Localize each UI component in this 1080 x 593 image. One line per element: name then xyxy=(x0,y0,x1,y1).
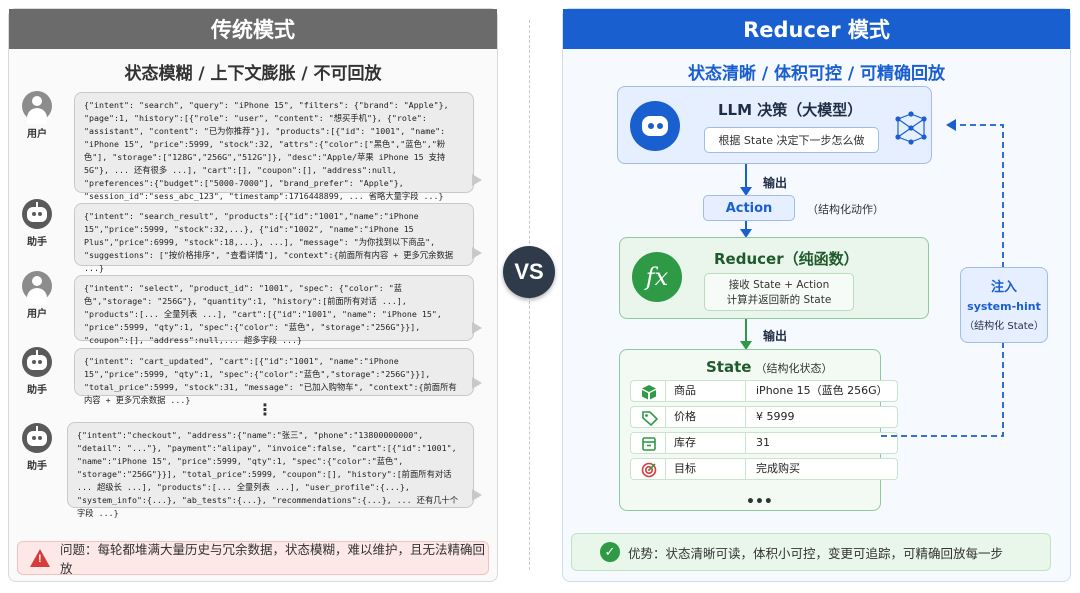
problem-text: 问题：每轮都堆满大量历史与冗余数据，状态模糊，难以维护，且无法精确回放 xyxy=(60,542,486,576)
state-key: 商品 xyxy=(666,380,746,402)
traditional-mode-title: 传统模式 xyxy=(9,9,497,49)
state-row-product: 商品 iPhone 15（蓝色 256G） xyxy=(630,380,898,402)
user-avatar-2: 用户 xyxy=(15,271,59,320)
state-key: 价格 xyxy=(666,406,746,428)
action-box: Action xyxy=(703,195,795,221)
assistant-avatar-1: 助手 xyxy=(15,199,59,248)
user-avatar-1: 用户 xyxy=(15,91,59,140)
reducer-card: fx Reducer（纯函数） 接收 State + Action 计算并返回新… xyxy=(619,237,929,319)
avatar-label: 用户 xyxy=(27,129,47,140)
state-key: 目标 xyxy=(666,458,746,480)
hint-subtitle: system-hint xyxy=(967,300,1041,313)
message-bubble-1: {"intent": "search", "query": "iPhone 15… xyxy=(74,92,482,201)
neural-network-icon xyxy=(895,111,927,145)
advantage-text: 优势：状态清晰可读，体积小可控，变更可追踪，可精确回放每一步 xyxy=(628,545,1004,561)
llm-decision-card: LLM 决策（大模型） 根据 State 决定下一步怎么做 xyxy=(617,86,932,164)
warning-icon: ! xyxy=(30,549,50,567)
advantage-banner: ✓ 优势：状态清晰可读，体积小可控，变更可追踪，可精确回放每一步 xyxy=(571,533,1051,571)
message-bubble-3: {"intent": "select", "product_id": "1001… xyxy=(74,275,482,345)
assistant-avatar-2: 助手 xyxy=(15,347,59,396)
robot-icon xyxy=(22,347,52,377)
system-hint-box: 注入 system-hint （结构化 State） xyxy=(960,267,1048,343)
vs-badge: VS xyxy=(503,246,555,298)
reducer-mode-panel: Reducer 模式 状态清晰 / 体积可控 / 可精确回放 LLM 决策（大模… xyxy=(562,8,1071,582)
user-icon xyxy=(22,271,52,304)
hint-title: 注入 xyxy=(990,280,1017,295)
function-icon: fx xyxy=(632,252,682,302)
arrow-llm-to-action xyxy=(740,164,752,196)
avatar-label: 助手 xyxy=(27,237,47,248)
feedback-loop-arrow xyxy=(881,119,1004,437)
avatar-label: 助手 xyxy=(27,385,47,396)
state-more-ellipsis: ••• xyxy=(746,494,773,510)
avatar-label: 用户 xyxy=(27,309,47,320)
reducer-description: 接收 State + Action 计算并返回新的 State xyxy=(704,273,854,311)
assistant-avatar-3: 助手 xyxy=(15,423,59,472)
avatar-label: 助手 xyxy=(27,461,47,472)
reducer-desc-line2: 计算并返回新的 State xyxy=(726,294,832,306)
state-row-price: 价格 ¥ 5999 xyxy=(630,406,898,428)
tag-icon xyxy=(630,406,666,428)
message-bubble-4: {"intent": "cart_updated", "cart":[{"id"… xyxy=(74,348,482,405)
reducer-mode-title: Reducer 模式 xyxy=(563,9,1070,49)
state-title-note: （结构化状态） xyxy=(755,362,833,375)
state-value: 完成购买 xyxy=(746,458,898,480)
state-card: State（结构化状态） 商品 iPhone 15（蓝色 256G） 价格 ¥ … xyxy=(619,349,898,511)
check-icon: ✓ xyxy=(600,542,620,562)
traditional-mode-panel: 传统模式 状态模糊 / 上下文膨胀 / 不可回放 用户 {"intent": "… xyxy=(8,8,498,582)
inventory-icon xyxy=(630,432,666,454)
reducer-desc-line1: 接收 State + Action xyxy=(728,279,830,291)
state-title: State（结构化状态） xyxy=(706,358,832,376)
target-icon xyxy=(630,458,666,480)
robot-icon xyxy=(630,101,680,151)
user-icon xyxy=(22,91,52,124)
reducer-title: Reducer（纯函数） xyxy=(714,250,859,268)
state-value: 31 xyxy=(746,432,898,454)
state-row-stock: 库存 31 xyxy=(630,432,898,454)
llm-description: 根据 State 决定下一步怎么做 xyxy=(704,127,879,153)
output-label-2: 输出 xyxy=(763,329,788,343)
state-row-goal: 目标 完成购买 xyxy=(630,458,898,480)
state-value: iPhone 15（蓝色 256G） xyxy=(746,380,898,402)
message-bubble-2: {"intent": "search_result", "products":[… xyxy=(74,203,482,273)
more-messages-ellipsis: ⋮ xyxy=(257,400,273,419)
arrow-action-to-reducer xyxy=(740,221,752,238)
box-icon xyxy=(630,380,666,402)
arrow-reducer-to-state xyxy=(740,319,752,350)
llm-title: LLM 决策（大模型） xyxy=(718,101,863,119)
problem-banner: ! 问题：每轮都堆满大量历史与冗余数据，状态模糊，难以维护，且无法精确回放 xyxy=(17,541,489,576)
state-key: 库存 xyxy=(666,432,746,454)
message-bubble-5: {"intent":"checkout", "address":{"name":… xyxy=(67,422,482,518)
reducer-mode-subtitle: 状态清晰 / 体积可控 / 可精确回放 xyxy=(687,64,946,84)
robot-icon xyxy=(22,199,52,229)
robot-icon xyxy=(22,423,52,453)
traditional-mode-subtitle: 状态模糊 / 上下文膨胀 / 不可回放 xyxy=(124,64,382,84)
action-note: （结构化动作） xyxy=(807,203,884,216)
state-title-text: State xyxy=(706,358,752,376)
output-label-1: 输出 xyxy=(763,176,788,190)
hint-note: （结构化 State） xyxy=(964,321,1044,332)
state-value: ¥ 5999 xyxy=(746,406,898,428)
